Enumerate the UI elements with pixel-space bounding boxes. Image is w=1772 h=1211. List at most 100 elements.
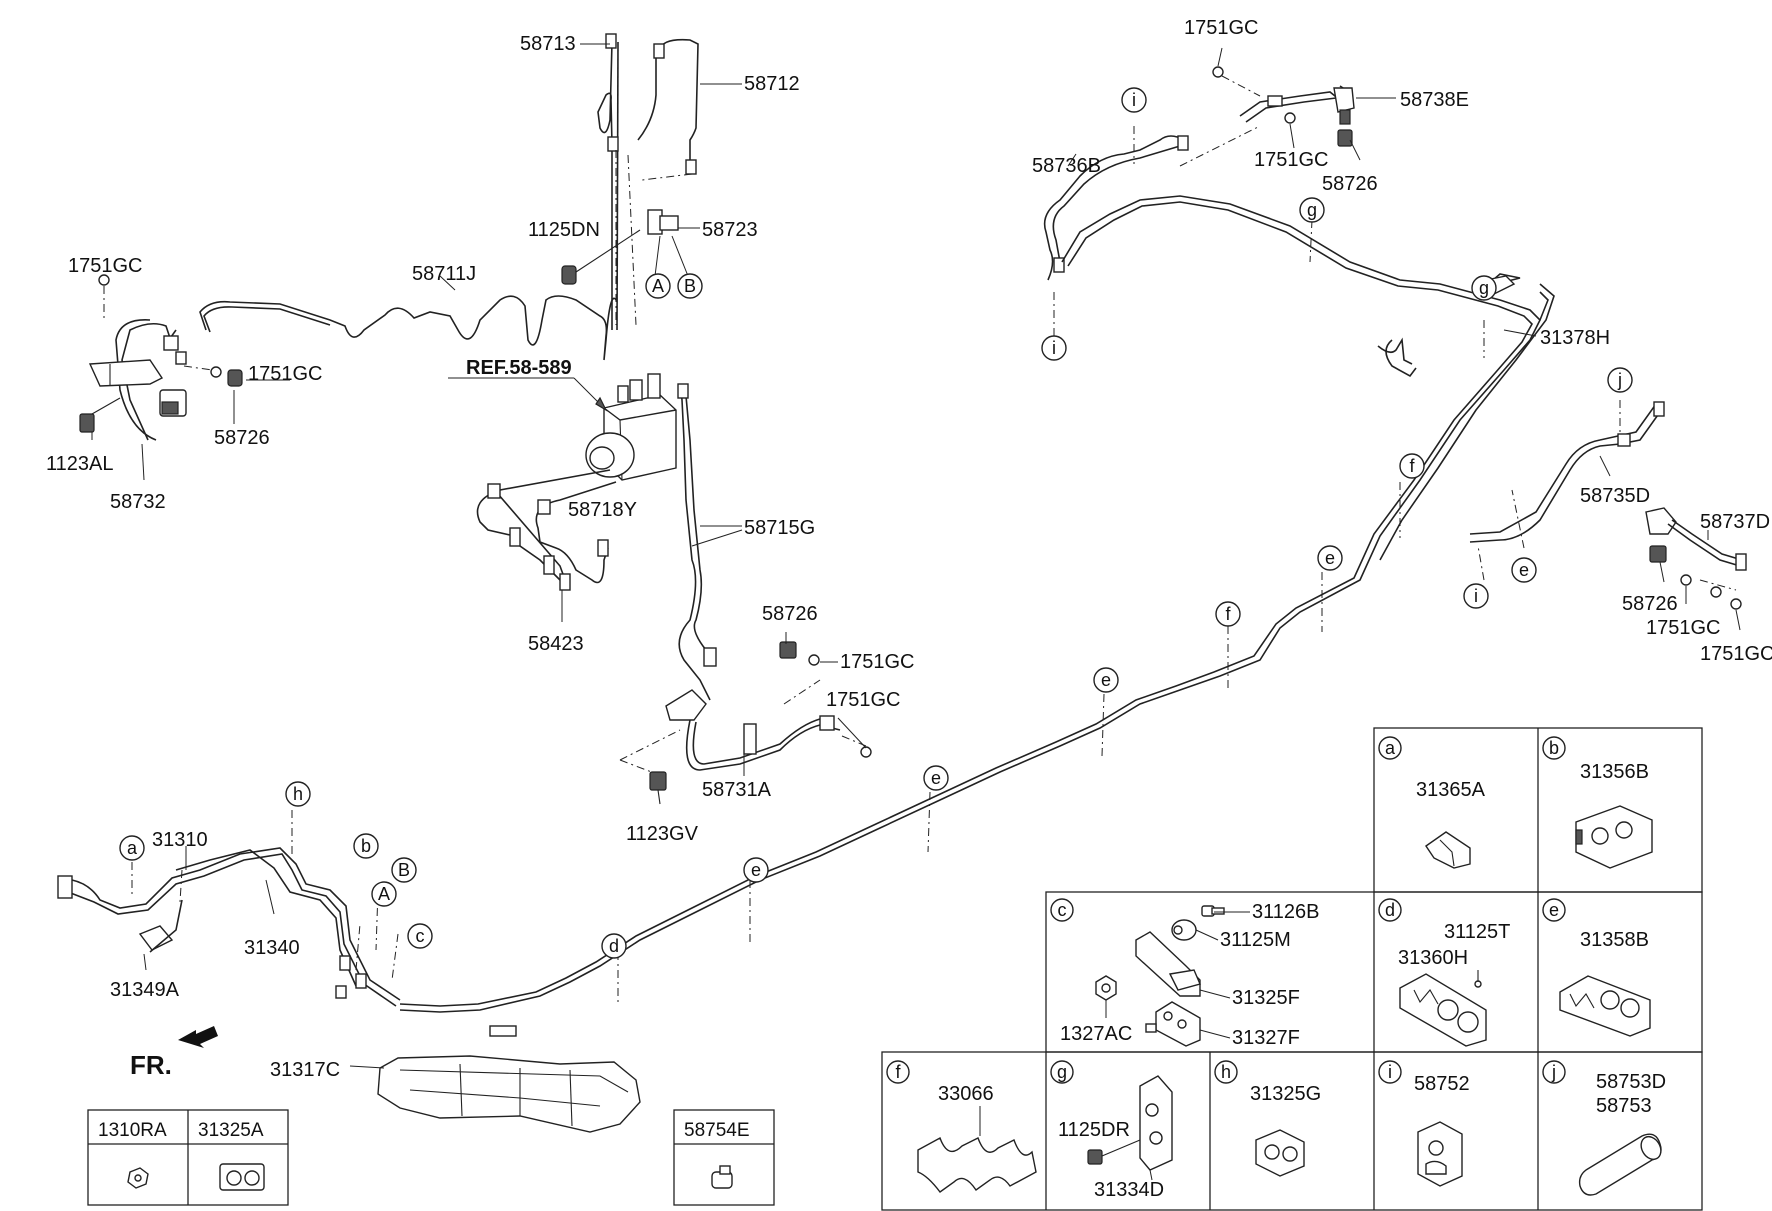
part-1751GC-left: 1751GC [68,255,143,277]
callout-c: c [416,926,425,946]
ref-label: REF.58-589 [466,357,572,379]
label-leaders [91,43,1741,1069]
clip-icon [219,1163,265,1191]
detail-h-part-0: 31325G [1250,1083,1321,1105]
detail-c-part-0: 31126B [1252,901,1319,923]
rear-right-tube [619,383,872,805]
detail-d-part-0: 31125T [1444,921,1510,943]
part-58726-mid: 58726 [762,603,818,625]
upper-brake-tubes [561,33,699,331]
detail-c-part-3: 1327AC [1060,1023,1132,1045]
callout-B-top: B [684,276,696,296]
circled-callouts: A B A B a b c d e e e e e f f g g h i i … [119,87,1633,959]
detail-i-letter: i [1388,1062,1392,1082]
part-58713: 58713 [520,33,576,55]
nut-icon [127,1167,149,1189]
part-1751GC-left2: 1751GC [248,363,323,385]
bolt-1125DR-icon [1087,1139,1141,1165]
clip-33066-icon [917,1136,1037,1193]
part-58715G: 58715G [744,517,815,539]
part-1751GC-right1: 1751GC [1646,617,1721,639]
callout-e-2: e [931,768,941,788]
bolt-31126B-icon [1201,905,1225,917]
part-58723: 58723 [702,219,758,241]
part-1751GC-top2: 1751GC [1254,149,1329,171]
callout-i-2: i [1052,338,1056,358]
part-58726-right: 58726 [1622,593,1678,615]
callout-f-1: f [1225,604,1231,624]
detail-i-part-0: 58752 [1414,1073,1470,1095]
upper-right-tubes [1043,66,1355,281]
part-58726-top: 58726 [1322,173,1378,195]
part-labels: 58713 58712 1125DN 58723 1751GC 58711J 1… [46,17,1772,1081]
table-left-col1: 1310RA [98,1120,167,1141]
callout-B-bottom: B [398,860,410,880]
table-left-col2: 31325A [198,1120,264,1141]
part-31317C: 31317C [270,1059,340,1081]
clip-31325F-icon [1135,931,1201,997]
detail-c-letter: c [1058,900,1067,920]
lower-left-tubes [57,810,517,1037]
main-brake-tubes [399,195,1747,1013]
detail-e-part-0: 31358B [1580,929,1649,951]
part-58737D: 58737D [1700,511,1770,533]
clip-31327F-icon [1145,1001,1201,1047]
detail-c-part-4: 31327F [1232,1027,1300,1049]
detail-grid: a 31365A b 31356B c 31126B 31125M [881,727,1703,1211]
table-mid-col1: 58754E [684,1120,750,1141]
clip-31325G-icon [1255,1129,1305,1177]
front-label: FR. [130,1050,172,1080]
hydraulic-unit [448,373,677,481]
part-1751GC-top: 1751GC [1184,17,1259,39]
callout-d: d [609,936,619,956]
detail-box-a: a 31365A [1378,736,1486,869]
rear-shield [377,1055,641,1133]
part-58735D: 58735D [1580,485,1650,507]
detail-d-letter: d [1385,900,1395,920]
part-58738E: 58738E [1400,89,1469,111]
part-31378H: 31378H [1540,327,1610,349]
detail-f-part-0: 33066 [938,1083,994,1105]
part-58423: 58423 [528,633,584,655]
rivet-31125T-icon [1474,970,1482,988]
detail-box-j: j 58753D 58753 [1542,1060,1666,1196]
detail-d-part-1: 31360H [1398,947,1468,969]
nut-1327AC-icon [1095,975,1117,1001]
bushing-31125M-icon [1171,919,1197,941]
callout-i-1: i [1132,90,1136,110]
clip-58752-icon [1417,1121,1463,1187]
callout-e-4: e [1325,548,1335,568]
detail-g-part-1: 31334D [1094,1179,1164,1201]
detail-f-letter: f [895,1062,901,1082]
clip-31358B-icon [1559,975,1651,1037]
part-58726-left: 58726 [214,427,270,449]
detail-g-part-0: 1125DR [1058,1119,1130,1141]
callout-e-5: e [1519,560,1529,580]
detail-box-e: e 31358B [1542,898,1651,1037]
left-front-tube [79,274,617,441]
part-31340: 31340 [244,937,300,959]
table-mid: 58754E [673,1109,775,1206]
callout-leaders [617,126,1621,1002]
part-1123GV: 1123GV [626,823,699,845]
detail-box-f: f 33066 [886,1060,1037,1193]
part-1125DN: 1125DN [528,219,600,241]
detail-b-letter: b [1549,738,1559,758]
callout-j: j [1617,370,1622,390]
detail-j-part-1: 58753 [1596,1095,1652,1117]
detail-a-letter: a [1385,738,1396,758]
table-left: 1310RA 31325A [87,1109,289,1206]
part-31310: 31310 [152,829,208,851]
detail-box-h: h 31325G [1214,1060,1321,1177]
clip-31334D-icon [1139,1075,1173,1171]
clip-31365A-icon [1425,831,1471,869]
detail-box-d: d 31125T 31360H [1378,898,1510,1047]
callout-e-1: e [751,860,761,880]
callout-i-3: i [1474,586,1478,606]
detail-box-c: c 31126B 31125M 31325F 1327AC 31327F [1050,898,1319,1049]
part-31349A: 31349A [110,979,180,1001]
part-58731A: 58731A [702,779,772,801]
detail-g-letter: g [1057,1062,1067,1082]
detail-box-b: b 31356B [1542,736,1653,869]
